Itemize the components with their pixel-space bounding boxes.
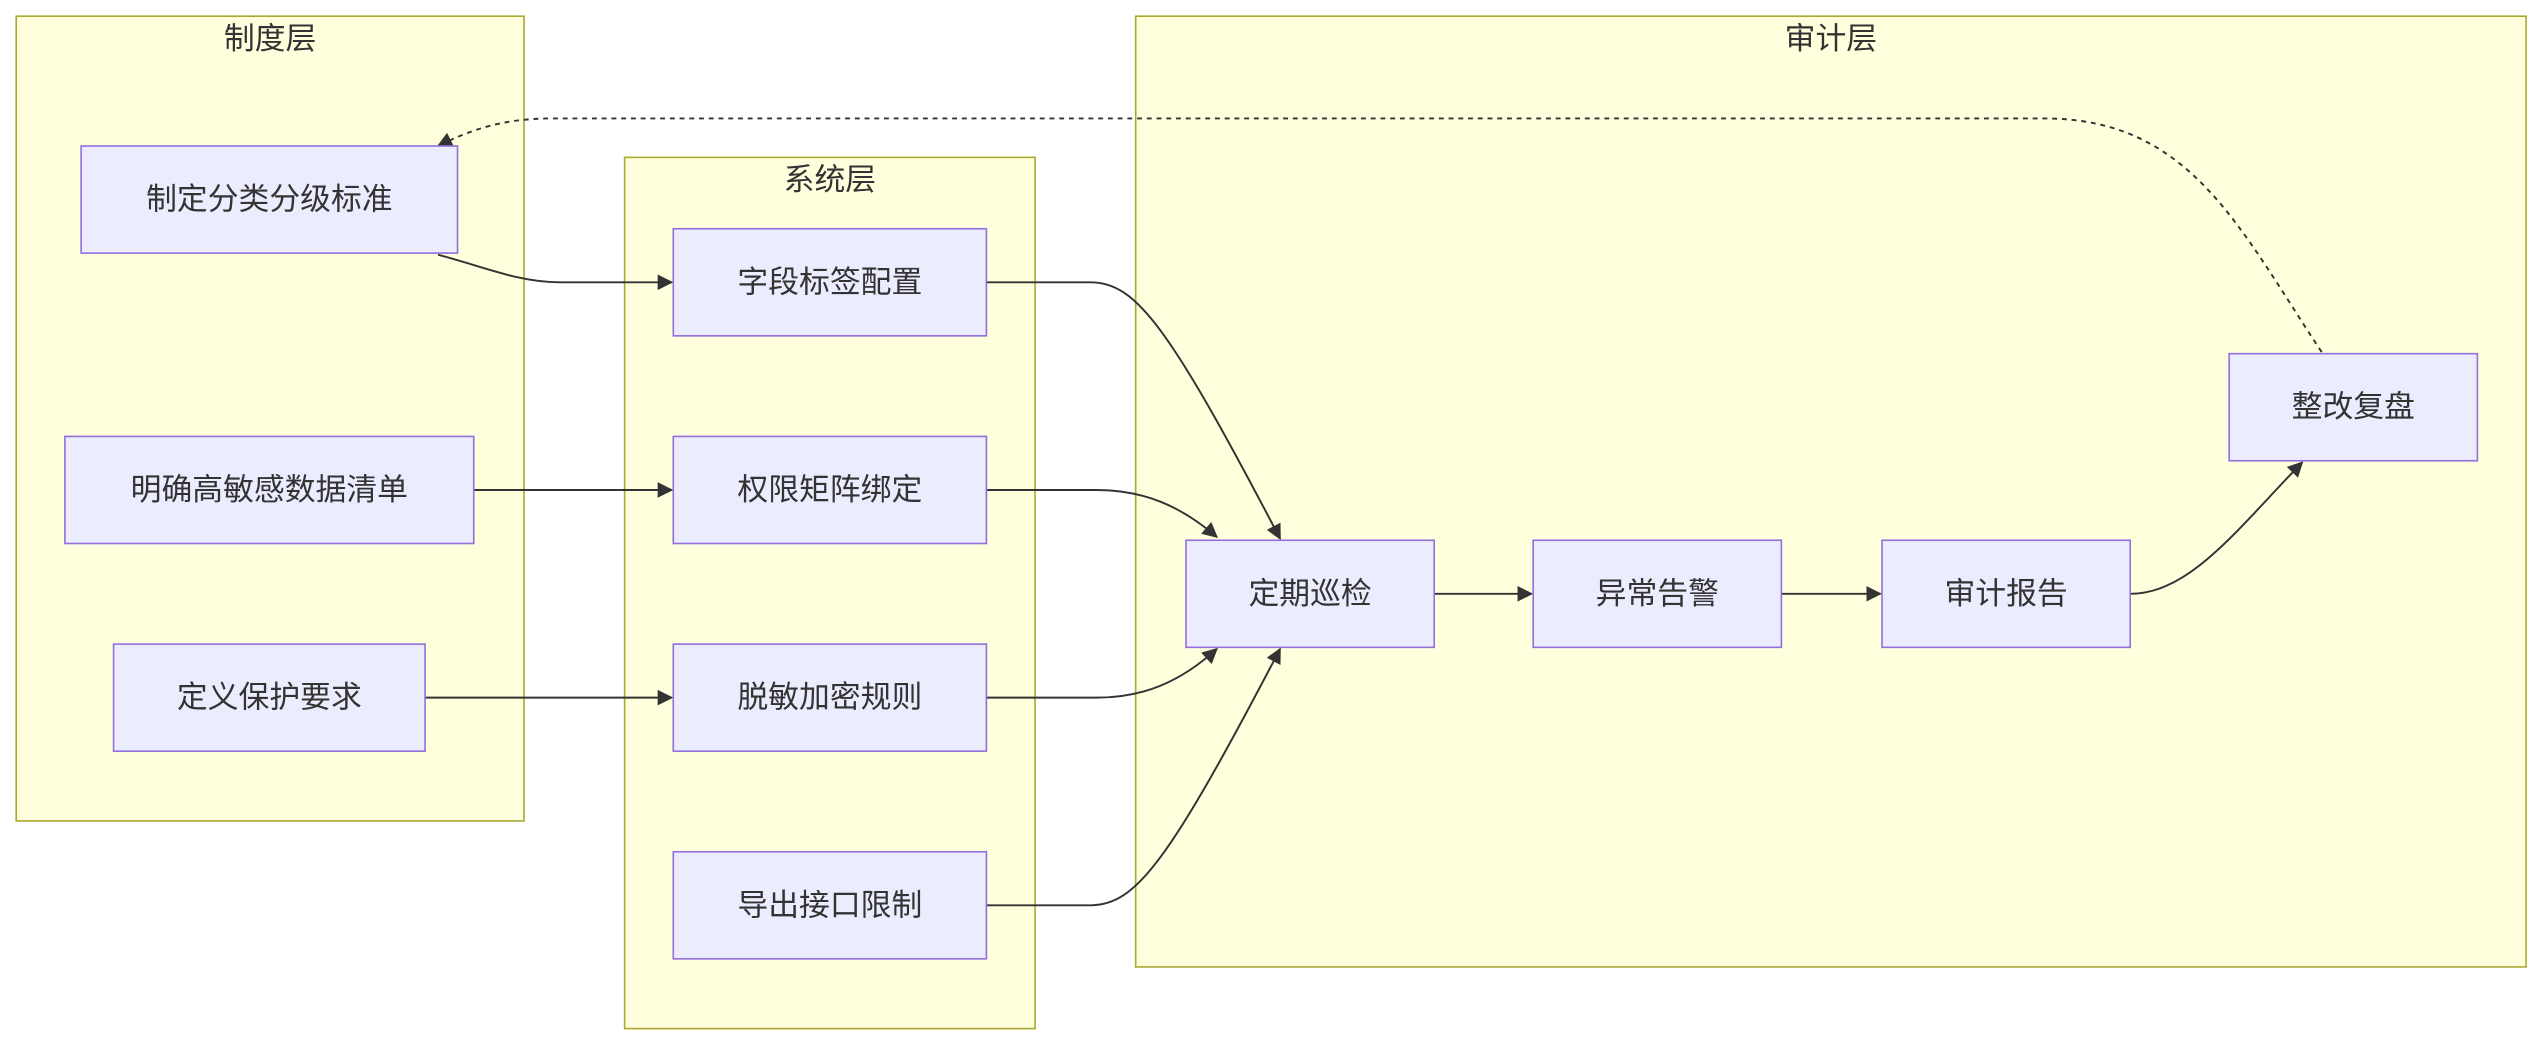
- node-audit-report-label: 审计报告: [1944, 576, 2067, 612]
- node-export-limit[interactable]: 导出接口限制: [672, 850, 988, 960]
- node-define-standard-label: 制定分类分级标准: [146, 182, 393, 218]
- node-inspection[interactable]: 定期巡检: [1185, 539, 1436, 649]
- node-rectification[interactable]: 整改复盘: [2228, 352, 2479, 462]
- cluster-system-title: 系统层: [784, 162, 876, 198]
- node-protection-req-label: 定义保护要求: [177, 680, 362, 716]
- cluster-audit-box: [1134, 15, 2527, 968]
- node-field-tag-label: 字段标签配置: [737, 264, 922, 300]
- node-sensitive-list[interactable]: 明确高敏感数据清单: [64, 435, 475, 545]
- node-sensitive-list-label: 明确高敏感数据清单: [131, 472, 408, 508]
- edge-field-tag-to-inspection: [986, 281, 1281, 541]
- edges: [425, 117, 2323, 907]
- edge-permission-matrix-to-inspection: [986, 488, 1218, 539]
- edge-audit-report-to-rectification: [2130, 461, 2304, 595]
- node-masking-rules-label: 脱敏加密规则: [737, 680, 922, 716]
- node-define-standard[interactable]: 制定分类分级标准: [80, 145, 459, 254]
- node-masking-rules[interactable]: 脱敏加密规则: [672, 643, 988, 752]
- node-alert[interactable]: 异常告警: [1532, 539, 1783, 649]
- node-inspection-label: 定期巡检: [1248, 576, 1371, 612]
- cluster-policy-title: 制度层: [224, 21, 316, 57]
- node-export-limit-label: 导出接口限制: [737, 887, 922, 923]
- edge-define-standard-to-field-tag: [437, 253, 674, 291]
- cluster-audit-title: 审计层: [1785, 21, 1877, 57]
- node-protection-req[interactable]: 定义保护要求: [112, 643, 426, 752]
- node-rectification-label: 整改复盘: [2292, 389, 2415, 425]
- node-audit-report[interactable]: 审计报告: [1881, 539, 2132, 649]
- node-permission-matrix[interactable]: 权限矩阵绑定: [672, 435, 988, 545]
- node-alert-label: 异常告警: [1596, 576, 1719, 612]
- edge-export-limit-to-inspection: [986, 647, 1281, 907]
- node-field-tag[interactable]: 字段标签配置: [672, 227, 988, 337]
- cluster-audit: 审计层: [1134, 15, 2527, 968]
- node-permission-matrix-label: 权限矩阵绑定: [737, 472, 922, 508]
- edge-masking-rules-to-inspection: [986, 647, 1218, 699]
